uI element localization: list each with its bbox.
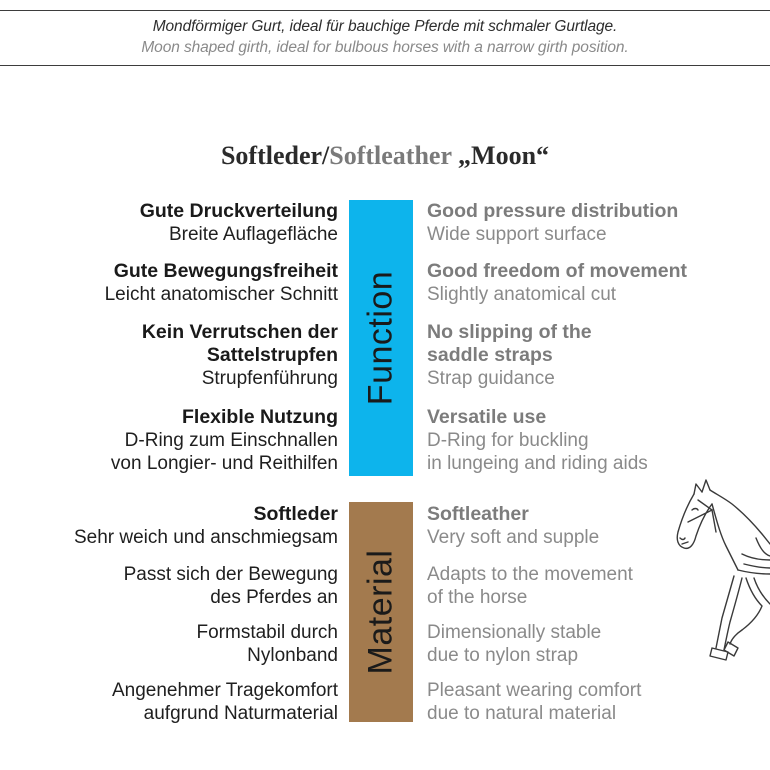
feature-heading: Kein Verrutschen der	[141, 321, 338, 343]
banner-text-english: Moon shaped girth, ideal for bulbous hor…	[141, 39, 629, 56]
feature-description: due to natural material	[427, 703, 617, 724]
feature-description: Sehr weich und anschmiegsam	[73, 527, 338, 548]
feature-description: Slightly anatomical cut	[427, 284, 617, 305]
feature-item: Adapts to the movement of the horse	[427, 563, 633, 609]
feature-item: Good freedom of movement Slightly anatom…	[427, 260, 687, 306]
feature-item: Angenehmer Tragekomfort aufgrund Naturma…	[112, 679, 338, 725]
feature-heading: Good pressure distribution	[427, 200, 679, 222]
title-german: Softleder/	[220, 141, 330, 170]
feature-heading: Sattelstrupfen	[206, 344, 338, 366]
feature-description: des Pferdes an	[210, 587, 338, 608]
feature-description: D-Ring zum Einschnallen	[124, 430, 338, 451]
title-english: Softleather	[329, 141, 452, 170]
feature-description: due to nylon strap	[427, 645, 579, 666]
function-bar: Function	[349, 200, 413, 476]
feature-item: Formstabil durch Nylonband	[197, 621, 339, 667]
feature-item: Kein Verrutschen der Sattelstrupfen Stru…	[142, 321, 338, 390]
feature-heading: Flexible Nutzung	[182, 406, 338, 428]
feature-item: Pleasant wearing comfort due to natural …	[427, 679, 641, 725]
feature-heading: Good freedom of movement	[427, 260, 688, 282]
feature-heading: Versatile use	[427, 406, 547, 428]
feature-description: Strap guidance	[427, 368, 555, 389]
feature-heading: Gute Bewegungsfreiheit	[113, 260, 338, 282]
top-banner: Mondförmiger Gurt, ideal für bauchige Pf…	[0, 10, 770, 66]
feature-description: Angenehmer Tragekomfort	[111, 680, 338, 701]
material-label: Material	[361, 549, 400, 675]
feature-heading: Gute Druckverteilung	[139, 200, 338, 222]
feature-description: Nylonband	[247, 645, 338, 666]
feature-description: Formstabil durch	[196, 622, 339, 643]
feature-description: Dimensionally stable	[427, 622, 602, 643]
feature-item: Gute Druckverteilung Breite Auflagefläch…	[140, 200, 338, 246]
feature-description: Adapts to the movement	[427, 564, 633, 585]
feature-description: of the horse	[427, 587, 528, 608]
feature-item: Versatile use D-Ring for buckling in lun…	[427, 406, 648, 475]
feature-item: Passt sich der Bewegung des Pferdes an	[124, 563, 338, 609]
title-model: „Moon“	[451, 141, 550, 170]
feature-description: aufgrund Naturmaterial	[143, 703, 338, 724]
material-bar: Material	[349, 502, 413, 722]
feature-description: D-Ring for buckling	[427, 430, 589, 451]
feature-item: Softleather Very soft and supple	[427, 503, 599, 549]
product-title: Softleder/Softleather „Moon“	[0, 140, 770, 172]
feature-description: Passt sich der Bewegung	[123, 564, 338, 585]
horse-sketch-icon	[676, 479, 770, 661]
feature-heading: saddle straps	[427, 344, 553, 366]
function-label: Function	[361, 270, 400, 406]
feature-description: Very soft and supple	[427, 527, 600, 548]
feature-description: Wide support surface	[427, 224, 607, 245]
feature-description: von Longier- und Reithilfen	[110, 453, 338, 474]
feature-description: in lungeing and riding aids	[427, 453, 648, 474]
feature-item: Dimensionally stable due to nylon strap	[427, 621, 601, 667]
feature-description: Breite Auflagefläche	[168, 224, 338, 245]
feature-heading: Softleder	[253, 503, 338, 525]
feature-item: Softleder Sehr weich und anschmiegsam	[74, 503, 338, 549]
feature-item: No slipping of the saddle straps Strap g…	[427, 321, 592, 390]
feature-description: Leicht anatomischer Schnitt	[104, 284, 338, 305]
feature-item: Good pressure distribution Wide support …	[427, 200, 678, 246]
feature-heading: Softleather	[427, 503, 529, 525]
feature-description: Pleasant wearing comfort	[427, 680, 642, 701]
banner-text-german: Mondförmiger Gurt, ideal für bauchige Pf…	[152, 18, 618, 35]
feature-heading: No slipping of the	[427, 321, 592, 343]
feature-description: Strupfenführung	[201, 368, 338, 389]
feature-item: Flexible Nutzung D-Ring zum Einschnallen…	[111, 406, 338, 475]
feature-item: Gute Bewegungsfreiheit Leicht anatomisch…	[105, 260, 338, 306]
